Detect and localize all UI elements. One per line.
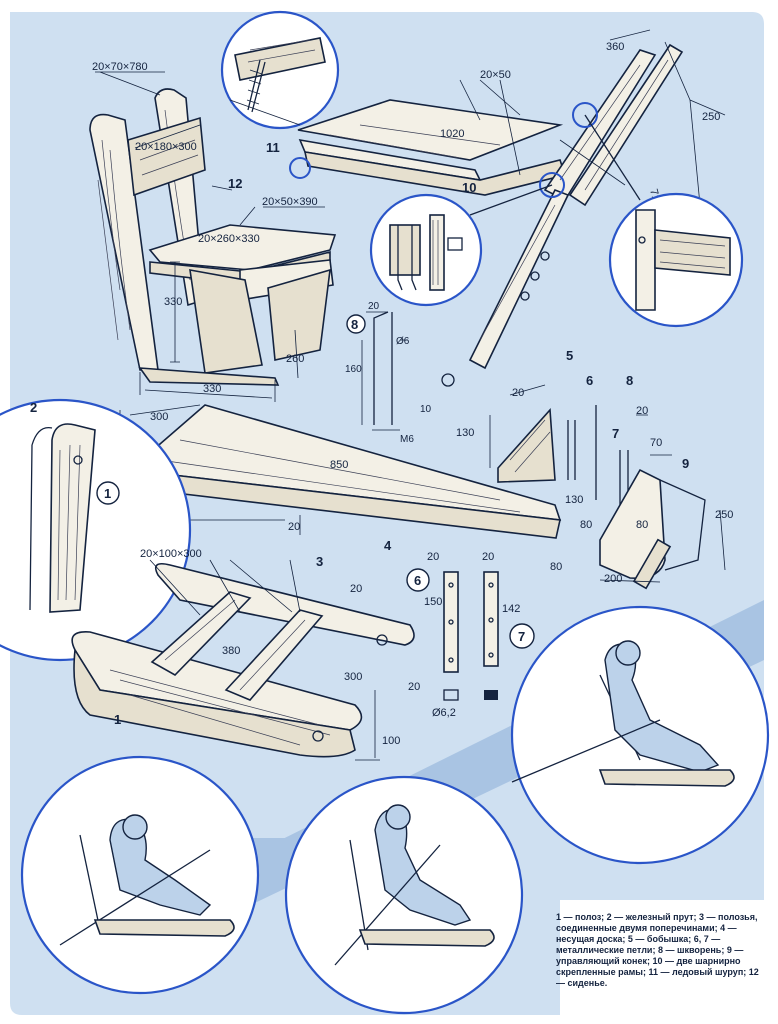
label-part-4: 4 xyxy=(384,538,392,553)
steering-skate: 20 70 9 80 80 250 200 xyxy=(580,405,733,590)
label-lp-20: 20 xyxy=(636,405,648,417)
label-board-80: 80 xyxy=(550,561,562,573)
label-board-850: 850 xyxy=(330,459,348,471)
label-frame-top: 360 xyxy=(606,41,624,53)
label-strip-20b: 20 xyxy=(482,551,494,563)
label-lp-80a: 80 xyxy=(580,519,592,531)
label-part-8: 8 xyxy=(351,317,358,332)
label-chair-height: 330 xyxy=(164,296,182,308)
label-part-5: 5 xyxy=(566,348,573,363)
label-pin-160: 160 xyxy=(345,364,362,375)
label-strip-142: 142 xyxy=(502,603,520,615)
label-lp-70: 70 xyxy=(650,437,662,449)
label-runner-part-1: 1 xyxy=(104,486,111,501)
block-and-hinges: 130 20 5 6 8 7 xyxy=(456,348,633,530)
label-frame-length: 1020 xyxy=(440,128,464,140)
pin-part8: 8 20 Ø6 160 10 M6 xyxy=(345,301,432,445)
label-frame-bars: 20×50 xyxy=(480,69,511,81)
label-lp-200: 200 xyxy=(604,573,622,585)
label-part-7: 7 xyxy=(612,426,619,441)
chair-drawing: 20×70×780 20×180×300 12 20×50×390 20×260… xyxy=(89,61,337,402)
label-board-20: 20 xyxy=(288,521,300,533)
label-strip-20a: 20 xyxy=(427,551,439,563)
label-strip-d62: Ø6,2 xyxy=(432,707,456,719)
label-ski-100: 100 xyxy=(382,735,400,747)
runner-iron-rod-detail: 2 1 xyxy=(0,398,192,662)
label-lp-250: 250 xyxy=(715,509,733,521)
label-block-20: 20 xyxy=(512,387,524,399)
label-chair-top: 20×70×780 xyxy=(92,61,148,73)
label-pin-10: 10 xyxy=(420,404,432,415)
label-block-130: 130 xyxy=(456,427,474,439)
label-seat: 20×260×330 xyxy=(198,233,260,245)
label-strip-6: 6 xyxy=(414,573,421,588)
usage-scene-left xyxy=(20,755,260,995)
legend-text: 1 — полоз; 2 — железный прут; 3 — полозь… xyxy=(556,912,759,988)
label-part-12: 12 xyxy=(228,176,242,191)
pivot-detail xyxy=(584,114,744,328)
label-chair-depth: 260 xyxy=(286,353,304,365)
label-ski-380: 380 xyxy=(222,645,240,657)
label-part-6: 6 xyxy=(586,373,593,388)
label-part-3: 3 xyxy=(316,554,323,569)
label-pin-m6: M6 xyxy=(400,434,414,445)
frames-drawing: 360 20×50 1020 250 710 11 10 xyxy=(266,29,726,387)
label-part-1: 1 xyxy=(114,712,121,727)
label-runner-size: 20×100×300 xyxy=(140,548,202,560)
label-pin-d6: Ø6 xyxy=(396,336,410,347)
skis-drawing: 20×100×300 3 20 380 300 100 1 xyxy=(71,548,415,761)
label-ski-300: 300 xyxy=(344,671,362,683)
ice-screw-detail xyxy=(220,10,340,130)
carrying-board: 300 850 330 20 130 80 4 xyxy=(119,404,583,573)
usage-scene-right xyxy=(510,605,770,865)
label-frame-side: 250 xyxy=(702,111,720,123)
label-chair-width: 330 xyxy=(203,383,221,395)
label-board-130: 130 xyxy=(565,494,583,506)
label-ski-20: 20 xyxy=(350,583,362,595)
label-lp-80b: 80 xyxy=(636,519,648,531)
label-chair-back: 20×180×300 xyxy=(135,141,197,153)
metal-strips: 6 7 20 20 150 142 20 Ø6,2 xyxy=(406,551,535,719)
label-board-300: 300 xyxy=(150,411,168,423)
label-callout-11: 11 xyxy=(266,140,280,155)
label-seat-bar: 20×50×390 xyxy=(262,196,318,208)
label-part-8b: 8 xyxy=(626,373,633,388)
label-strip-150: 150 xyxy=(424,596,442,608)
label-strip-20c: 20 xyxy=(408,681,420,693)
label-pin-20: 20 xyxy=(368,301,380,312)
label-runner-part-2: 2 xyxy=(30,400,37,415)
usage-scene-middle xyxy=(284,775,524,1015)
label-callout-10: 10 xyxy=(462,180,476,195)
label-part-9: 9 xyxy=(682,456,689,471)
hinge-detail xyxy=(369,184,553,307)
label-strip-7: 7 xyxy=(518,629,525,644)
